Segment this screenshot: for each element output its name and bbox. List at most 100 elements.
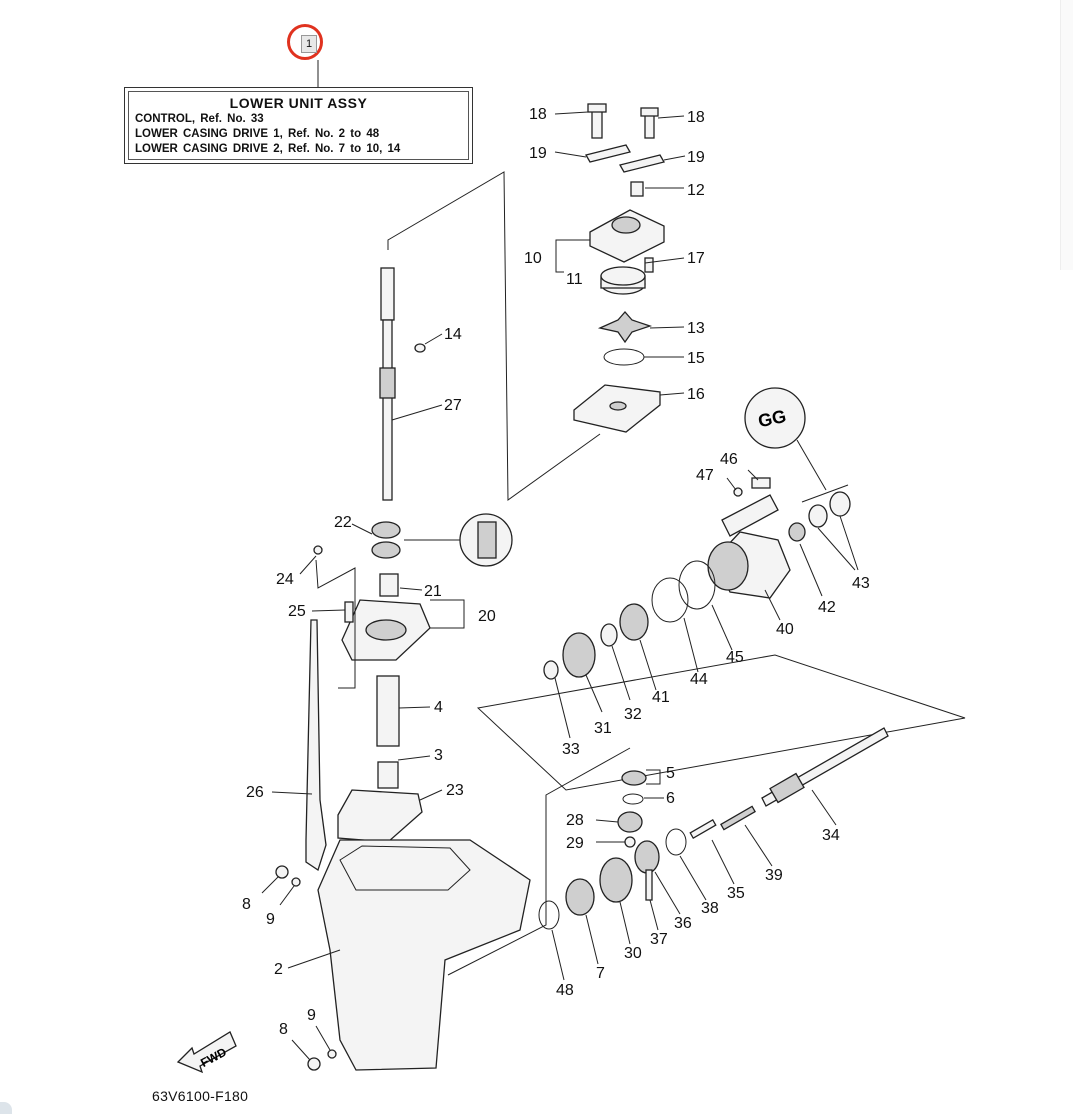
- water-pump-group: [573, 103, 665, 433]
- bearing-7: [565, 878, 595, 916]
- gear-frame-line: [447, 747, 631, 976]
- outer-plate-16-hole: [609, 401, 627, 411]
- drive-shaft-27-collar: [379, 367, 396, 399]
- bolt-8-upper: [275, 865, 289, 879]
- callout: 46: [720, 451, 738, 468]
- gasket-23: [337, 789, 423, 843]
- pin-24: [313, 545, 323, 555]
- shim-32: [600, 623, 618, 647]
- bolt-46: [751, 477, 771, 489]
- callout: 14: [444, 326, 462, 343]
- callout: 6: [666, 790, 675, 807]
- callout: 26: [246, 784, 264, 801]
- impeller-13: [597, 311, 653, 344]
- lower-casing-2-deck: [339, 845, 471, 891]
- drawing-number: 63V6100-F180: [152, 1088, 249, 1104]
- callout: 29: [566, 835, 584, 852]
- bearing-22-lower: [371, 541, 401, 559]
- clip-38: [665, 828, 687, 856]
- bolt-8-lower: [307, 1057, 321, 1071]
- callout: 13: [687, 320, 705, 337]
- callout: 18: [529, 106, 547, 123]
- callout: 17: [687, 250, 705, 267]
- spring-39: [720, 805, 756, 831]
- callout: 40: [776, 621, 794, 638]
- plate-19-right: [619, 154, 665, 173]
- reverse-gear-31: [562, 632, 596, 678]
- assembly-line: LOWER CASING DRIVE 2, Ref. No. 7 to 10, …: [135, 143, 401, 155]
- callout: 32: [624, 706, 642, 723]
- callout: 12: [687, 182, 705, 199]
- callout: 30: [624, 945, 642, 962]
- washer-9-lower: [327, 1049, 337, 1059]
- seal-43-b: [808, 504, 828, 528]
- driveshaft-frame-line: [387, 171, 601, 501]
- pinion-28: [617, 811, 643, 833]
- callout: 7: [596, 965, 605, 982]
- callout: 42: [818, 599, 836, 616]
- seal-3: [377, 761, 399, 789]
- shim-48: [538, 900, 560, 930]
- corner-widget: [0, 1102, 12, 1114]
- scrollbar-track[interactable]: [1060, 0, 1073, 270]
- callout: 9: [307, 1007, 316, 1024]
- assembly-info-inner: LOWER UNIT ASSY CONTROL, Ref. No. 33 LOW…: [128, 91, 469, 160]
- callout: 19: [529, 145, 547, 162]
- cross-pin-37: [645, 869, 653, 901]
- callout: 36: [674, 915, 692, 932]
- callout: 10: [524, 250, 542, 267]
- callout: 22: [334, 514, 352, 531]
- callout: 8: [279, 1021, 288, 1038]
- callout: 33: [562, 741, 580, 758]
- gear-group: [447, 727, 889, 976]
- pin-35: [689, 819, 717, 839]
- callout: 21: [424, 583, 442, 600]
- pump-housing-10-bore: [611, 216, 641, 234]
- shim-33: [543, 660, 559, 680]
- propeller-shaft-34-spline: [769, 772, 805, 804]
- drive-shaft-group: [379, 267, 426, 501]
- fwd-arrow-shape: [176, 1031, 237, 1074]
- callout: 2: [274, 961, 283, 978]
- callout: 43: [852, 575, 870, 592]
- callout: 44: [690, 671, 708, 688]
- oring-14: [414, 343, 426, 353]
- lower-casing-2-body: [317, 839, 531, 1071]
- gasket-15: [603, 348, 645, 366]
- bolt-18-left-head: [587, 103, 607, 113]
- callout: 28: [566, 812, 584, 829]
- drive-shaft-27: [382, 319, 393, 501]
- fwd-arrow: [176, 1031, 237, 1074]
- bolt-25: [344, 601, 354, 623]
- pin-17: [644, 257, 654, 273]
- frame-43-line: [801, 484, 849, 503]
- callout: 39: [765, 867, 783, 884]
- insert-cartridge-11-top: [600, 266, 646, 286]
- callout: 45: [726, 649, 744, 666]
- callout: 5: [666, 765, 675, 782]
- callout-leaders: [261, 111, 859, 1061]
- callout: 16: [687, 386, 705, 403]
- lower-casing-2: [275, 839, 531, 1071]
- callout: 3: [434, 747, 443, 764]
- grease-inset-circle-gg: [744, 387, 806, 449]
- washer-9-upper: [291, 877, 301, 887]
- callout-numbers: 18 18 19 19 12 10 11 17 13 15 16 14 27 2…: [242, 106, 870, 1038]
- prop-housing-40-bore: [707, 541, 749, 591]
- bolt-18-right-head: [640, 107, 659, 117]
- propeller-housing-group: [476, 387, 966, 791]
- callout: 15: [687, 350, 705, 367]
- reference-number-badge[interactable]: 1: [301, 35, 317, 53]
- assembly-line: CONTROL, Ref. No. 33: [135, 113, 264, 125]
- callout: 27: [444, 397, 462, 414]
- nut-29: [624, 836, 636, 848]
- callout: 31: [594, 720, 612, 737]
- callout: 23: [446, 782, 464, 799]
- callout: 35: [727, 885, 745, 902]
- bearing-42: [788, 522, 806, 542]
- grommet-12: [630, 181, 644, 197]
- plate-19-left: [585, 144, 631, 163]
- bearing-22-upper: [371, 521, 401, 539]
